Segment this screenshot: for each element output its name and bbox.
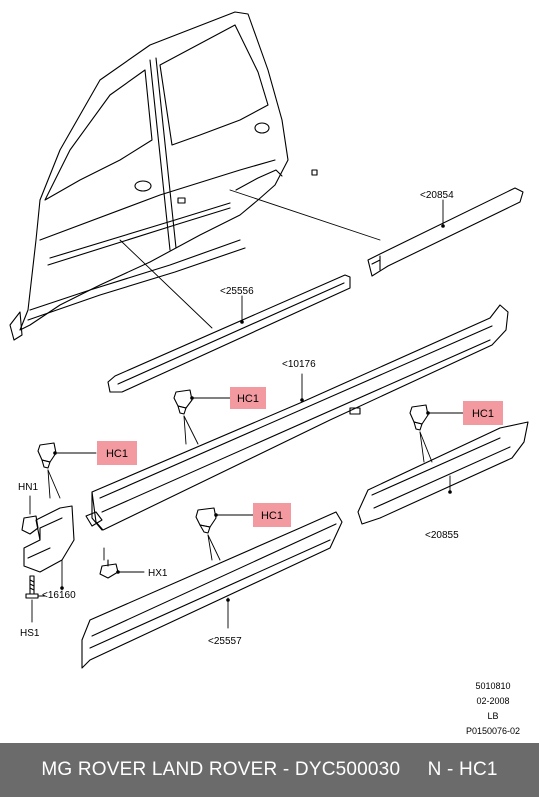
- clip-hc1-fastener-d: [195, 507, 217, 534]
- clip-hc1-fastener-c: [409, 404, 429, 431]
- vehicle-body-illustration: [9, 11, 318, 341]
- svg-text:HC1: HC1: [261, 510, 283, 522]
- part-10176-sill-cover: [85, 304, 509, 531]
- clip-hc1-fastener-a: [173, 389, 193, 415]
- parts-diagram: <20854 <25556 <10176 <20855 <16160 <2555…: [9, 11, 529, 736]
- callout-hs1: HS1: [20, 628, 40, 639]
- callout-hx1: HX1: [148, 568, 168, 579]
- reference-block: 5010810 02-2008 LB P0150076-02: [466, 681, 520, 736]
- callout-16160: <16160: [42, 590, 76, 601]
- part-16160-bracket: [23, 505, 75, 573]
- clip-hc1-fastener-b: [37, 442, 57, 469]
- callout-hc1-b: HC1: [97, 441, 137, 465]
- svg-text:P0150076-02: P0150076-02: [466, 726, 520, 736]
- part-25556-front-moulding: [107, 274, 351, 393]
- callout-20855: <20855: [425, 530, 459, 541]
- nut-hn1: [21, 515, 39, 535]
- callout-25556: <25556: [220, 286, 254, 297]
- footer-text: MG ROVER LAND ROVER - DYC500030 N - HC1: [41, 759, 498, 780]
- footer-bar: MG ROVER LAND ROVER - DYC500030 N - HC1: [0, 743, 539, 797]
- callout-hc1-c: HC1: [463, 401, 503, 425]
- callout-25557: <25557: [208, 636, 242, 647]
- part-20854-rear-moulding: [367, 187, 524, 277]
- part-20855-rear-extension: [357, 421, 529, 525]
- screw-hs1: [25, 575, 39, 599]
- callout-hc1-d: HC1: [253, 503, 291, 527]
- callout-hn1: HN1: [18, 482, 38, 493]
- pin-hx1: [99, 559, 119, 579]
- svg-text:02-2008: 02-2008: [476, 696, 509, 706]
- callout-hc1-a: HC1: [230, 387, 266, 409]
- callout-20854: <20854: [420, 190, 454, 201]
- svg-text:LB: LB: [487, 711, 498, 721]
- svg-text:5010810: 5010810: [475, 681, 510, 691]
- svg-text:HC1: HC1: [472, 408, 494, 420]
- svg-text:HC1: HC1: [106, 448, 128, 460]
- callout-10176: <10176: [282, 359, 316, 370]
- part-25557-lower-moulding: [81, 511, 343, 669]
- svg-text:HC1: HC1: [237, 393, 259, 405]
